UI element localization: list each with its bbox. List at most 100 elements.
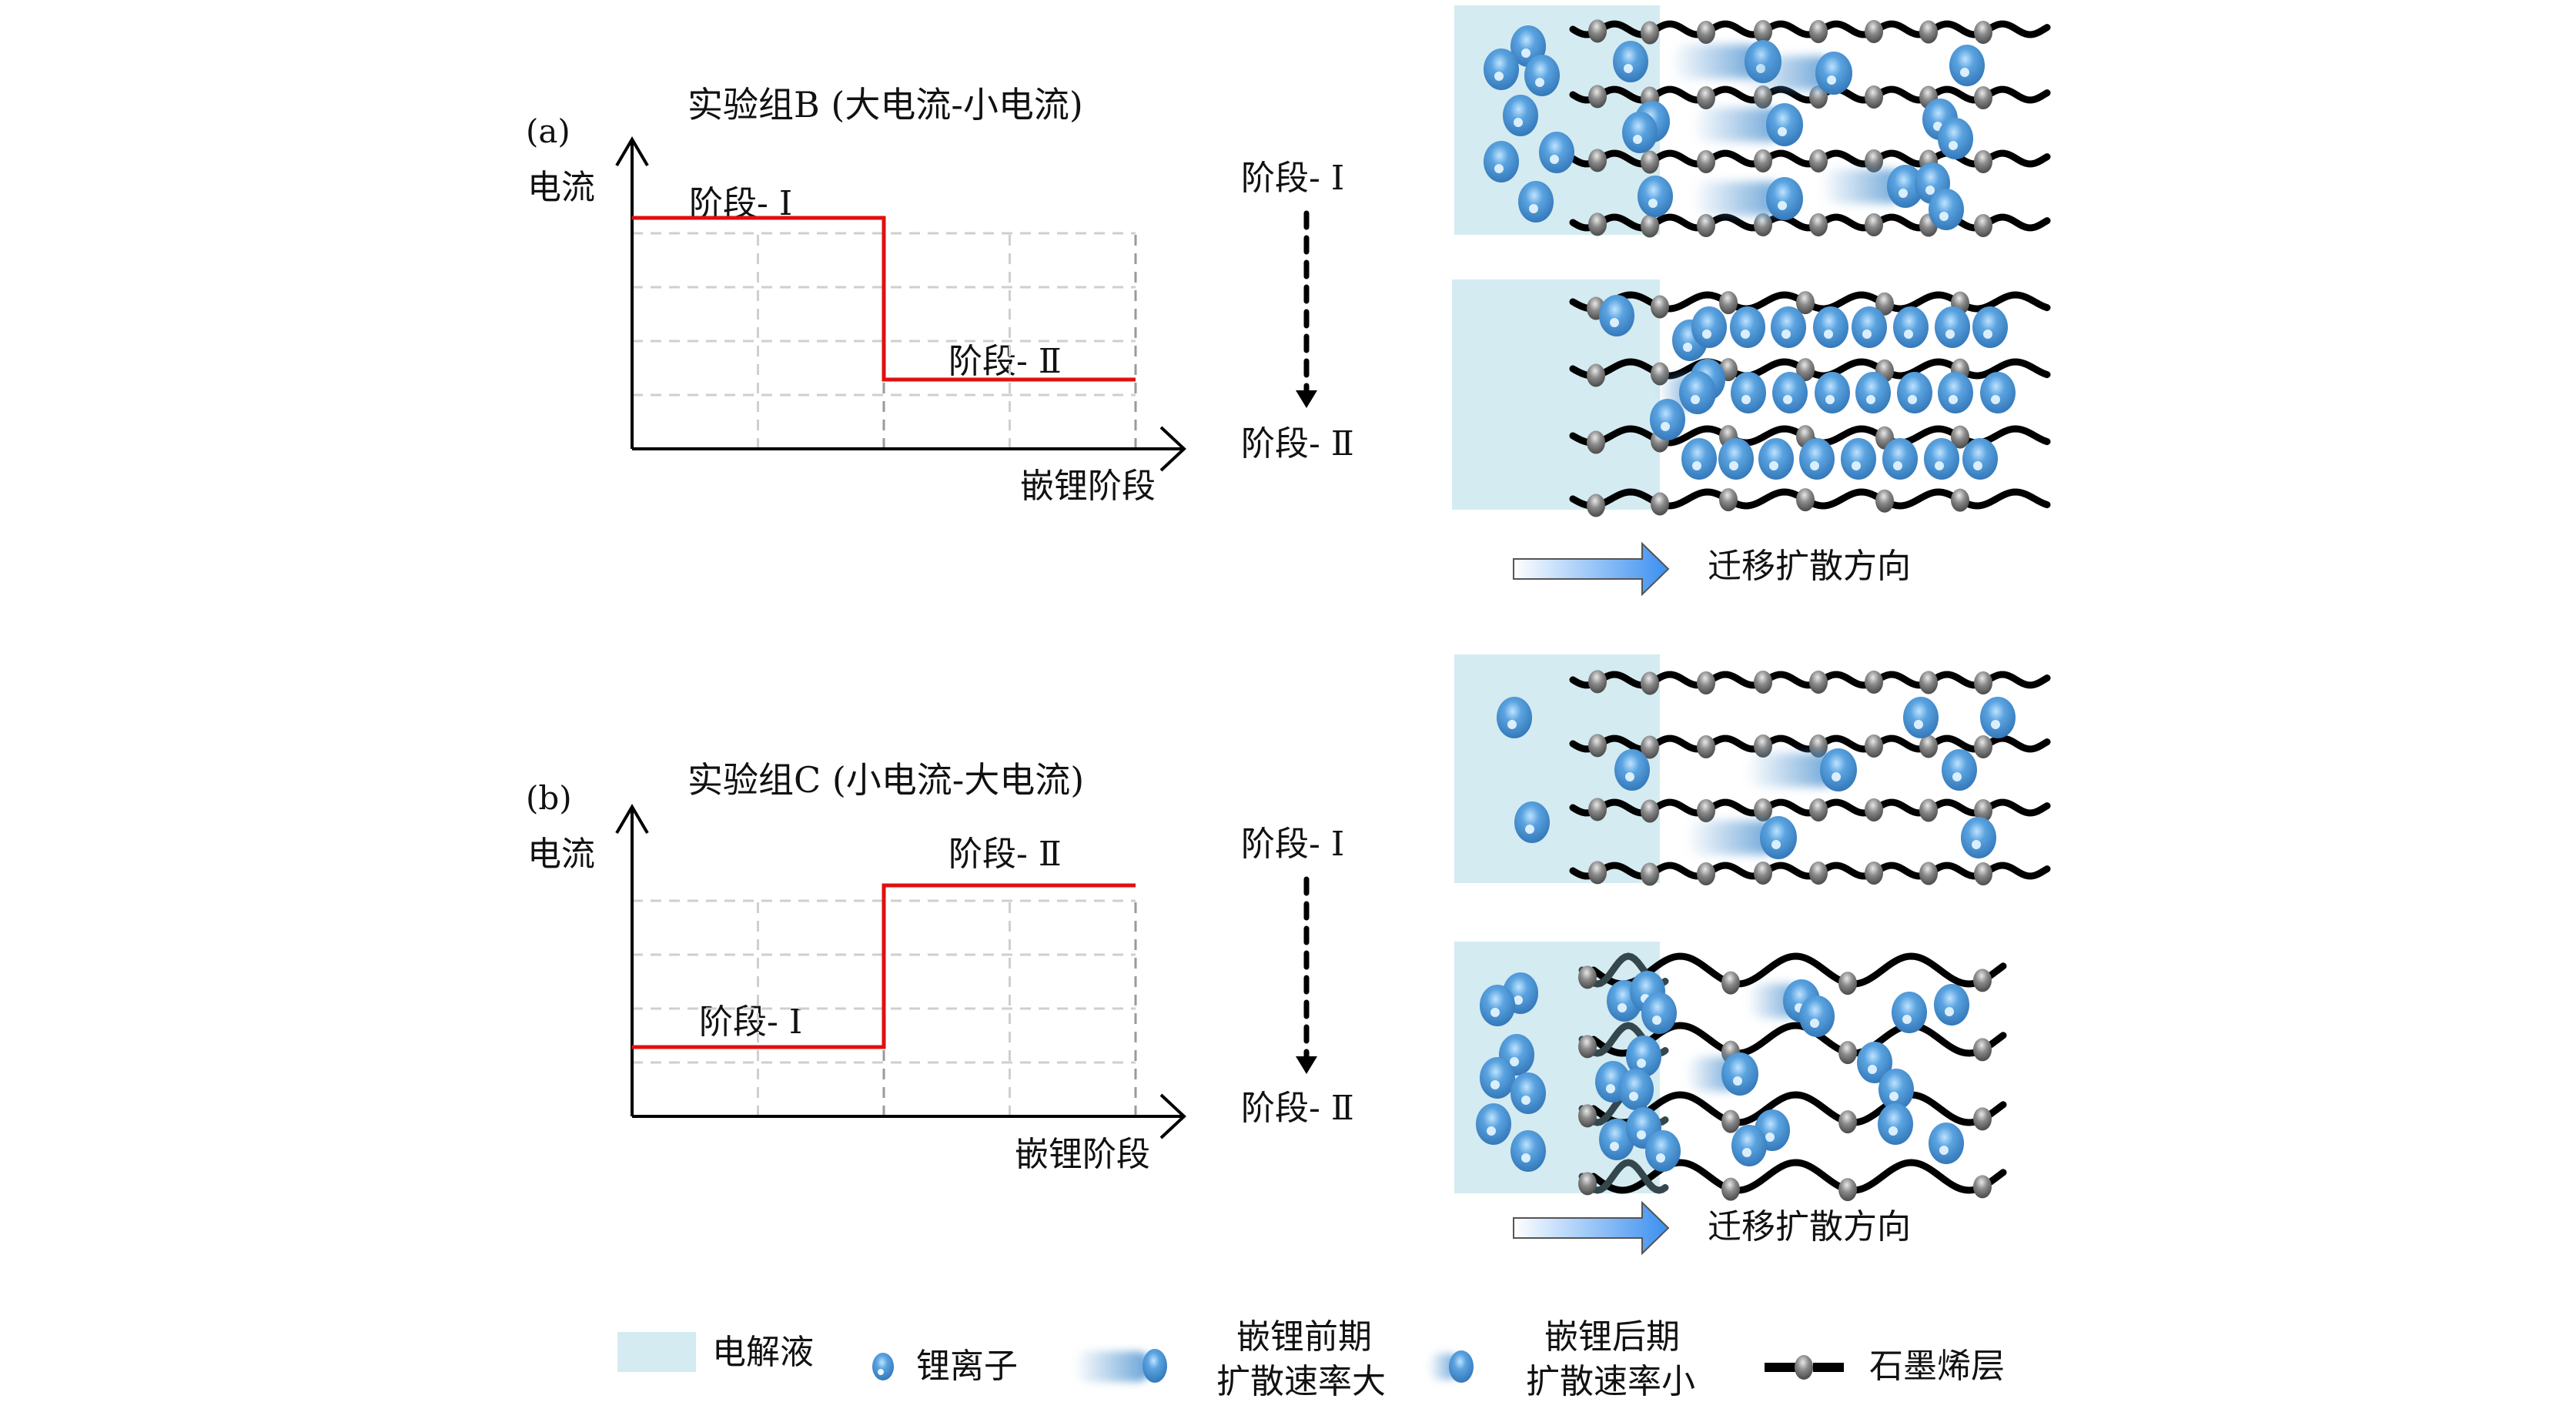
carbon-node: [1641, 862, 1659, 886]
panel-b-tag: (b): [526, 779, 572, 817]
li-ion: [1929, 1123, 1964, 1164]
carbon-node: [1721, 1177, 1740, 1201]
li-ion: [1618, 1069, 1654, 1110]
ion-highlight: [1550, 155, 1559, 164]
ion-body: [1893, 306, 1929, 348]
ion-highlight: [1494, 72, 1504, 81]
carbon-node: [1719, 291, 1738, 315]
ion-body: [1841, 438, 1876, 480]
ion-highlight: [1868, 1065, 1877, 1074]
fast-li-ion: [1692, 177, 1803, 220]
fast-li-ion: [1686, 1052, 1758, 1096]
carbon-node: [1838, 1178, 1857, 1202]
carbon-node: [1641, 799, 1659, 823]
ion-highlight: [1487, 1126, 1496, 1136]
carbon-node: [1974, 86, 1992, 110]
li-ion: [1942, 749, 1977, 791]
carbon-node: [1588, 861, 1607, 885]
ion-highlight: [1904, 330, 1913, 339]
ion-body: [1962, 438, 1998, 480]
ion-body: [1929, 1123, 1964, 1164]
carbon-node: [1865, 149, 1883, 172]
ion-body: [1815, 372, 1850, 413]
ion-highlight: [1935, 461, 1944, 470]
carbon-node: [1809, 861, 1828, 885]
carbon-node: [1754, 798, 1772, 821]
li-ion: [1897, 372, 1932, 413]
panel-b-x-axis-label: 嵌锂阶段: [1015, 1135, 1150, 1174]
ion-highlight: [1521, 49, 1531, 58]
ion-highlight: [1810, 1019, 1819, 1028]
li-ion: [1613, 41, 1648, 82]
x-axis-arrowhead: [1159, 426, 1186, 472]
carbon-node: [1809, 670, 1828, 694]
ion-body: [1476, 1103, 1511, 1145]
motion-trail: [1746, 753, 1838, 787]
ion-body: [1510, 1130, 1546, 1172]
carbon-node: [1865, 734, 1883, 758]
panel-a-x-axis-label: 嵌锂阶段: [1020, 467, 1156, 506]
li-ion: [1903, 697, 1939, 738]
carbon-node: [1697, 735, 1715, 759]
li-ion: [1731, 1125, 1767, 1166]
carbon-node: [1919, 798, 1938, 822]
ion-body: [1718, 438, 1754, 480]
ion-highlight: [1783, 395, 1792, 404]
ion-highlight: [1490, 1080, 1500, 1089]
direction-label-a: 迁移扩散方向: [1708, 547, 1911, 586]
carbon-node: [1865, 670, 1883, 694]
ion-body: [1855, 372, 1891, 413]
carbon-node: [1651, 295, 1669, 319]
li-ion: [1480, 985, 1515, 1026]
li-ion: [1972, 306, 2008, 348]
li-ion: [1539, 132, 1574, 173]
motion-trail: [1692, 182, 1785, 216]
fast-li-ion: [1821, 165, 1924, 208]
legend-slow-ion-icon: [1428, 1350, 1474, 1383]
li-ion: [1614, 749, 1650, 791]
carbon-node: [1973, 1107, 1992, 1131]
ion-highlight: [1827, 75, 1836, 85]
li-ion: [1718, 438, 1754, 480]
li-ion: [1518, 181, 1554, 223]
ion-highlight: [1899, 189, 1908, 198]
ion-highlight: [1529, 204, 1538, 213]
li-ion: [1514, 801, 1550, 843]
ion-body: [1514, 801, 1550, 843]
ion-highlight: [1606, 1084, 1615, 1093]
carbon-node: [1838, 1110, 1857, 1134]
carbon-node: [1697, 21, 1715, 45]
carbon-node: [1697, 799, 1715, 823]
ion-body: [1599, 1119, 1634, 1160]
current-step-line: [632, 883, 1136, 1049]
li-ion: [1980, 697, 2016, 738]
carbon-node: [1974, 735, 1992, 759]
ion-highlight: [1769, 461, 1778, 470]
li-ion: [1730, 306, 1765, 348]
li-ion: [1497, 697, 1532, 738]
carbon-node: [1754, 19, 1772, 43]
ion-body: [1613, 41, 1648, 82]
carbon-node: [1641, 671, 1659, 695]
ion-highlight: [1781, 330, 1791, 339]
carbon-node: [1809, 798, 1828, 821]
legend-early-label-1: 嵌锂前期: [1236, 1317, 1372, 1357]
ion-body: [1799, 995, 1835, 1037]
ion-body: [1731, 1125, 1767, 1166]
li-ion: [1476, 1103, 1511, 1145]
legend-early-label-2: 扩散速率大: [1216, 1362, 1386, 1401]
carbon-node: [1973, 1175, 1992, 1199]
ion-highlight: [1507, 720, 1517, 729]
ion-body: [1882, 438, 1918, 480]
carbon-node: [1651, 492, 1669, 516]
flow-b-to: 阶段- Ⅱ: [1241, 1089, 1354, 1128]
carbon-node: [1875, 292, 1894, 316]
ion-body: [1972, 306, 2008, 348]
ion-highlight: [1862, 330, 1872, 339]
ion-body: [1961, 817, 1996, 858]
ion-highlight: [1692, 461, 1701, 470]
ion-highlight: [1625, 772, 1634, 781]
carbon-node: [1578, 965, 1597, 989]
li-ion: [1641, 992, 1677, 1034]
